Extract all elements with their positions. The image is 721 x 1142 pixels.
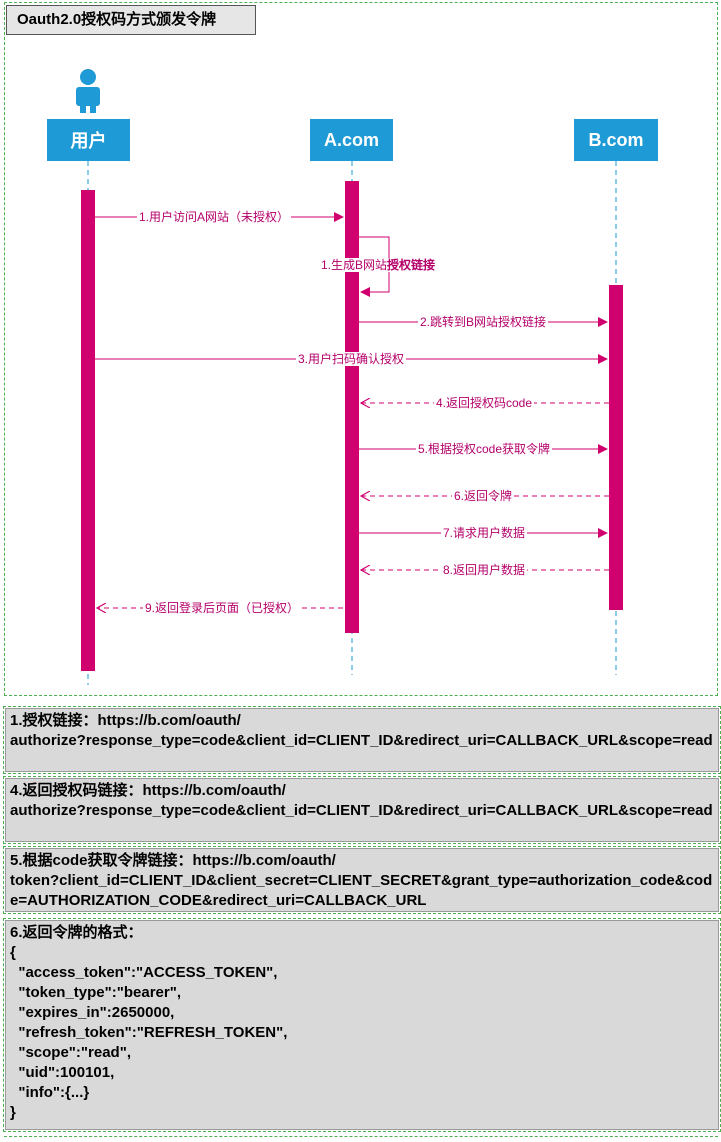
message-6: 6.返回令牌 [451,489,515,503]
diagram-frame [4,2,718,696]
note-token-link-body: token?client_id=CLIENT_ID&client_secret=… [10,872,713,909]
token-format-line: "expires_in":2650000, [10,1004,175,1021]
note-auth-link-body: authorize?response_type=code&client_id=C… [10,732,713,749]
note-auth-link-head: 1.授权链接：https://b.com/oauth/ [10,712,241,729]
activation-user [81,190,95,671]
message-self: 1.生成B网站授权链接 [318,258,438,272]
message-2: 2.跳转到B网站授权链接 [417,315,549,329]
note-code-link: 4.返回授权码链接：https://b.com/oauth/ authorize… [3,776,721,844]
token-format-line: { [10,944,16,961]
message-8: 8.返回用户数据 [440,563,528,577]
token-format-line: "token_type":"bearer", [10,984,181,1001]
message-1: 1.用户访问A网站（未授权） [136,210,292,224]
token-format-line: "scope":"read", [10,1044,131,1061]
note-token-format: 6.返回令牌的格式： { "access_token":"ACCESS_TOKE… [3,918,721,1132]
note-token-link: 5.根据code获取令牌链接：https://b.com/oauth/ toke… [3,846,721,914]
message-7: 7.请求用户数据 [440,526,528,540]
actor-b: B.com [574,119,658,161]
message-5: 5.根据授权code获取令牌 [415,442,553,456]
token-format-line: } [10,1104,16,1121]
message-9: 9.返回登录后页面（已授权） [142,601,302,615]
note-auth-link: 1.授权链接：https://b.com/oauth/ authorize?re… [3,706,721,774]
sequence-diagram [76,69,623,685]
token-format-line: "uid":100101, [10,1064,115,1081]
token-format-line: "refresh_token":"REFRESH_TOKEN", [10,1024,288,1041]
note-token-format-head: 6.返回令牌的格式： [10,924,143,941]
activation-a [345,181,359,633]
token-format-line: "access_token":"ACCESS_TOKEN", [10,964,278,981]
message-self-prefix: 1.生成B网站 [320,258,387,272]
actor-user: 用户 [47,119,130,161]
message-3: 3.用户扫码确认授权 [295,352,407,366]
activation-b [609,285,623,610]
note-token-link-head: 5.根据code获取令牌链接：https://b.com/oauth/ [10,852,336,869]
note-code-link-head: 4.返回授权码链接：https://b.com/oauth/ [10,782,286,799]
message-self-bold: 授权链接 [387,258,436,272]
diagram-title: Oauth2.0授权码方式颁发令牌 [6,5,256,35]
token-format-line: "info":{...} [10,1084,90,1101]
note-code-link-body: authorize?response_type=code&client_id=C… [10,802,713,819]
bottom-divider [4,1136,718,1137]
person-icon [76,69,100,113]
message-4: 4.返回授权码code [433,396,535,410]
actor-a: A.com [310,119,393,161]
